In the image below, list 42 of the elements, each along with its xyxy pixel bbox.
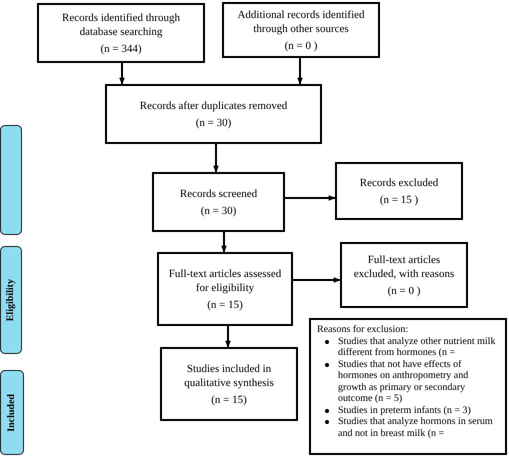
list-item-text: Studies that analyze hormons in serum and not in breast milk (n = (338, 416, 494, 439)
stage-label: Eligibility (5, 278, 17, 322)
step-title: Records after duplicates removed (140, 98, 288, 112)
process-box (222, 2, 380, 58)
process-box (340, 242, 468, 308)
note-box (309, 318, 507, 455)
arrow (285, 195, 336, 201)
count-label: (n = 0 ) (284, 38, 318, 52)
count-label: (n = 30) (196, 116, 232, 130)
process-box (335, 162, 463, 220)
count-label: (n = 15) (207, 298, 243, 312)
arrow (297, 58, 303, 85)
stage-band (0, 246, 22, 354)
list-item-text: Studies that analyze other nutrient milk different from hormones (n = (338, 336, 496, 358)
count-label: (n = 0 ) (388, 284, 420, 298)
process-box (105, 84, 322, 144)
process-box (157, 252, 293, 326)
step-title: Records screened (180, 186, 258, 200)
list-heading: Reasons for exclusion: (317, 324, 410, 336)
step-title: Studies included in qualitative synthesis (183, 362, 275, 390)
process-box (152, 172, 285, 232)
step-title: Full-text articles excluded, with reasons (352, 252, 456, 280)
stage-band (0, 125, 22, 235)
process-box (37, 3, 205, 63)
stage-band (0, 370, 24, 455)
list-item-text: Studies that not have effects of hormones on anthropometry and growth as primary or secondary outcome (n = 5) (338, 358, 470, 404)
count-label: (n = 15 ) (380, 192, 418, 206)
arrow (213, 144, 219, 173)
count-label: (n = 344) (100, 42, 142, 56)
step-title: Records identified through database searching (61, 10, 181, 38)
arrow (293, 277, 341, 283)
step-title: Additional records identified through other sources (236, 8, 366, 36)
arrow (119, 63, 125, 85)
step-title: Records excluded (360, 176, 438, 190)
process-box (160, 347, 298, 421)
count-label: (n = 30) (200, 204, 236, 218)
step-title: Full-text articles assessed for eligibility (168, 266, 282, 294)
count-label: (n = 15) (211, 392, 247, 406)
stage-label: Included (6, 394, 18, 432)
arrow (221, 232, 227, 253)
arrow (225, 326, 231, 348)
list-item-text: Studies in preterm infants (n = 3) (338, 404, 471, 416)
